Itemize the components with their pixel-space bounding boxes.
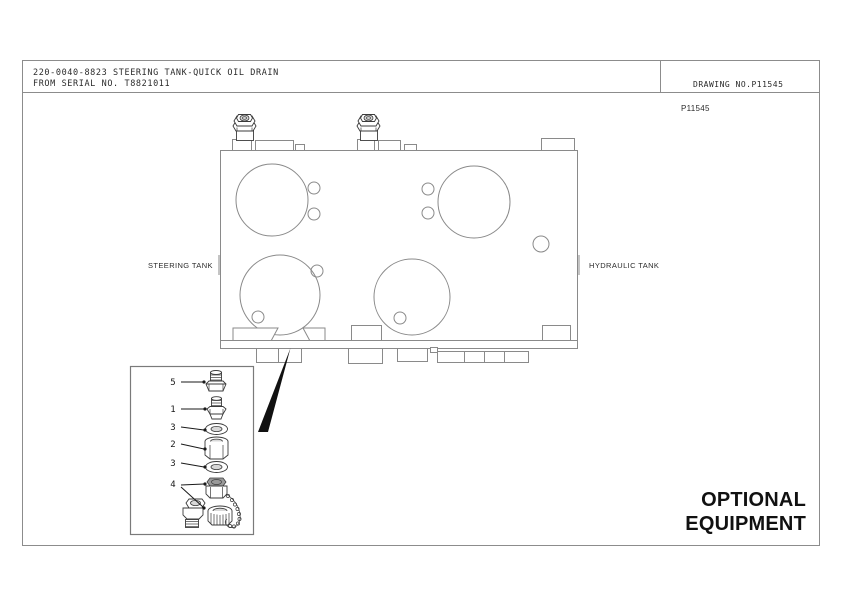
tank-top-block-right — [541, 138, 575, 151]
tank-foot-left — [232, 327, 279, 342]
part-3-washer-upper — [205, 423, 228, 435]
detail-pointer-wedge — [258, 348, 291, 432]
tank-lower-box-6 — [464, 351, 485, 363]
part-4-retaining-chain — [224, 493, 242, 529]
callout-number-4: 4 — [170, 480, 175, 490]
tank-top-port-small-2 — [404, 144, 417, 151]
optional-equipment-footer: OPTIONAL EQUIPMENT — [506, 488, 806, 536]
callout-number-5: 5 — [170, 378, 175, 388]
tank-top-block-center — [357, 139, 375, 151]
tank-lower-box-1 — [256, 348, 279, 363]
tank-port-circle-4 — [421, 206, 435, 220]
tank-port-circle-1 — [307, 181, 321, 195]
tank-top-port-small-1 — [295, 144, 305, 151]
tank-lower-tab — [430, 347, 438, 353]
tank-lower-box-8 — [504, 351, 529, 363]
tank-port-circle-5 — [310, 264, 324, 278]
tank-access-circle-lower-right — [373, 258, 451, 336]
steering-tank-label: STEERING TANK — [148, 261, 213, 270]
sheet-code: P11545 — [681, 104, 710, 113]
optional-equipment-line-1: OPTIONAL — [701, 489, 806, 511]
tank-top-block-center-2 — [378, 140, 401, 151]
tank-bottom-band — [220, 340, 578, 349]
tank-lower-box-7 — [484, 351, 505, 363]
tank-cap-fitting-left — [232, 114, 257, 141]
callout-number-3-lower: 3 — [170, 459, 175, 469]
hydraulic-tank-label: HYDRAULIC TANK — [589, 261, 660, 270]
tank-lower-box-3 — [348, 348, 383, 364]
tank-foot-right — [542, 325, 571, 342]
callout-leaders — [180, 380, 207, 510]
tank-lower-box-2 — [278, 348, 302, 363]
tank-assembly — [218, 114, 580, 364]
tank-port-circle-6 — [251, 310, 265, 324]
drawing-frame — [22, 60, 820, 546]
tank-port-circle-7 — [393, 311, 407, 325]
drawing-title-line-2: FROM SERIAL NO. T8821011 — [33, 79, 171, 89]
callout-number-1: 1 — [170, 405, 175, 415]
callout-number-3-upper: 3 — [170, 423, 175, 433]
tank-port-circle-2 — [307, 207, 321, 221]
part-2-hex-coupling — [204, 436, 229, 460]
tank-cap-fitting-center — [356, 114, 381, 141]
part-5-threaded-plug — [205, 370, 227, 392]
optional-equipment-line-2: EQUIPMENT — [685, 513, 806, 535]
part-4-dust-plug — [182, 498, 206, 528]
part-1-adapter-nipple — [206, 396, 227, 420]
tank-port-circle-8 — [532, 235, 550, 253]
tank-access-circle-upper-left — [235, 163, 309, 237]
tank-lower-box-4 — [397, 348, 428, 362]
tank-access-circle-lower-left — [239, 254, 321, 336]
tank-body — [220, 150, 578, 341]
tank-top-block-left-wide — [255, 140, 294, 151]
part-4-quick-drain-valve — [205, 477, 228, 499]
tank-port-circle-3 — [421, 182, 435, 196]
exploded-parts-stack — [182, 370, 242, 529]
callout-number-2: 2 — [170, 440, 175, 450]
drawing-number: DRAWING NO.P11545 — [693, 80, 784, 89]
tank-foot-center — [351, 325, 382, 342]
tank-access-circle-upper-right — [437, 165, 511, 239]
part-4-knurled-cap — [207, 505, 233, 526]
tank-lower-box-5 — [437, 351, 465, 363]
tank-top-block-left — [232, 139, 252, 151]
part-3-washer-lower — [205, 461, 228, 473]
drawing-title-line-1: 220-0040-8823 STEERING TANK-QUICK OIL DR… — [33, 68, 279, 78]
